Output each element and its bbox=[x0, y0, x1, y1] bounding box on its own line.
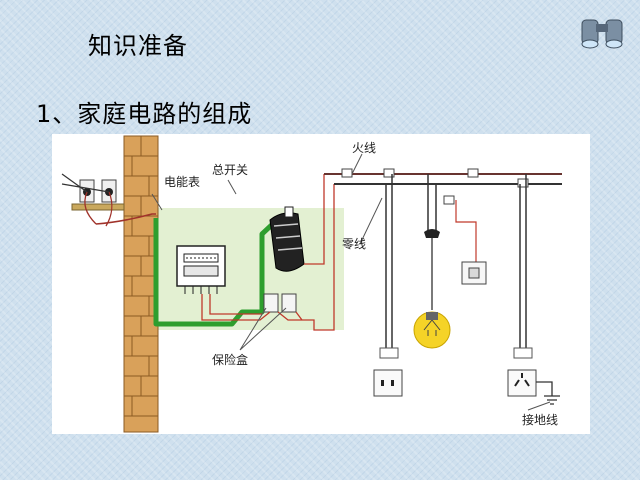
label-neutral-wire: 零线 bbox=[342, 237, 366, 251]
service-drop-wire bbox=[95, 213, 156, 225]
ground-conductor bbox=[153, 218, 279, 327]
wall-switch bbox=[461, 261, 487, 285]
label-fuse-box: 保险盒 bbox=[212, 352, 248, 367]
page-title: 知识准备 bbox=[88, 32, 188, 60]
socket-right bbox=[507, 347, 537, 397]
label-meter: 电能表 bbox=[164, 175, 200, 189]
binoculars-icon bbox=[581, 19, 623, 49]
label-main-switch: 总开关 bbox=[212, 163, 248, 177]
internal-wiring bbox=[201, 174, 335, 331]
socket-left bbox=[373, 347, 403, 397]
ground-symbol bbox=[536, 381, 560, 405]
label-live-wire: 火线 bbox=[352, 141, 376, 155]
label-ground-wire: 接地线 bbox=[522, 412, 558, 427]
circuit-diagram-svg: 电能表 总开关 火线 零线 保险盒 接地线 bbox=[61, 135, 562, 433]
pendant-lamp bbox=[413, 229, 451, 349]
leader-lines bbox=[151, 153, 551, 411]
circuit-diagram: 电能表 总开关 火线 零线 保险盒 接地线 bbox=[52, 134, 590, 434]
main-switch bbox=[269, 206, 305, 272]
fuse-boxes bbox=[263, 293, 297, 313]
outdoor-insulators bbox=[61, 173, 125, 227]
energy-meter bbox=[176, 245, 226, 294]
section-subtitle: 1、家庭电路的组成 bbox=[36, 100, 253, 128]
mains-lines bbox=[324, 168, 562, 205]
brick-wall bbox=[123, 135, 159, 433]
branch-drops bbox=[385, 174, 527, 348]
